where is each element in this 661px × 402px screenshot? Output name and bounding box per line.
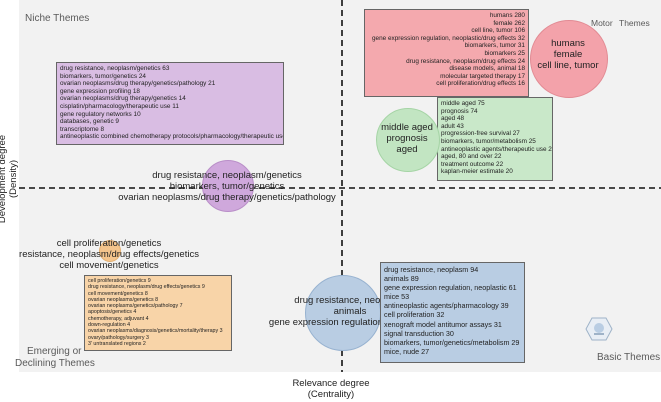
- cluster-label-line: drug resistance, neoplasm: [294, 295, 406, 306]
- cluster-label-line: drug resistance, neoplasm/genetics: [152, 170, 302, 181]
- cluster-bubble-niche-purple[interactable]: [202, 160, 254, 212]
- keyword-entry: progression-free survival 27: [441, 130, 520, 138]
- keyword-entry: adult 43: [441, 122, 464, 130]
- keyword-entry: signal transduction 30: [384, 328, 454, 338]
- cluster-label-line: cell line, tumor: [537, 60, 599, 71]
- cluster-label-basic-blue: drug resistance, neoplasm animals gene e…: [255, 295, 445, 328]
- keyword-entry: gene regulatory networks 10: [60, 110, 141, 118]
- keyword-entry: kaplan-meier estimate 20: [441, 168, 513, 176]
- keyword-entry: biomarkers, tumor/genetics/metabolism 29: [384, 337, 520, 347]
- cluster-label-line: gene expression regulation, neoplastic: [268, 317, 432, 328]
- keyword-entry: female 262: [493, 19, 525, 27]
- keyword-entry: apoptosis/genetics 4: [88, 309, 137, 316]
- quadrant-label-emerging-1: Emerging or: [27, 346, 82, 357]
- keyword-entry: gene expression regulation, neoplastic 6…: [384, 283, 517, 293]
- keyword-entry: cell line, tumor 106: [471, 27, 525, 35]
- bibliometrix-logo-icon: [585, 317, 613, 341]
- cluster-bubble-emerging-orange[interactable]: [99, 240, 121, 262]
- keyword-entry: middle aged 75: [441, 100, 485, 107]
- quadrant-label-basic: Basic Themes: [597, 352, 661, 363]
- keyword-entry: cisplatin/pharmacology/therapeutic use 1…: [60, 102, 179, 110]
- keyword-entry: cell proliferation/drug effects 16: [436, 80, 525, 88]
- cluster-label-line: humans: [551, 38, 585, 49]
- cluster-label-line: resistance, neoplasm/drug effects/geneti…: [19, 249, 199, 260]
- cluster-label-line: biomarkers, tumor/genetics: [169, 181, 285, 192]
- keyword-entry: gene expression profiling 18: [60, 87, 140, 95]
- keyword-entry: drug resistance, neoplasm/genetics 63: [60, 65, 170, 72]
- cluster-bubble-basic-blue[interactable]: [305, 275, 381, 351]
- keyword-entry: biomarkers 25: [484, 49, 526, 57]
- cluster-label-niche-purple: drug resistance, neoplasm/genetics bioma…: [107, 170, 347, 203]
- cluster-label-line: ovarian neoplasms/drug therapy/genetics/…: [118, 192, 336, 203]
- x-axis-title-line-2: (Centrality): [307, 389, 355, 400]
- keyword-entry: chemotherapy, adjuvant 4: [88, 315, 149, 322]
- keyword-entry: prognosis 74: [441, 107, 478, 115]
- y-axis-title-line-2: (Density): [8, 160, 19, 199]
- cluster-label-line: middle aged: [381, 122, 433, 133]
- keyword-entry: ovarian neoplasms/diagnosis/genetics/mor…: [88, 328, 223, 335]
- quadrant-label-niche: Niche Themes: [25, 13, 90, 24]
- keyword-entry: drug resistance, neoplasm/drug effects 2…: [406, 57, 525, 65]
- keyword-entry: biomarkers, tumor/genetics 24: [60, 72, 146, 80]
- keyword-entry: transcriptome 8: [60, 125, 105, 133]
- cluster-label-line: animals: [333, 306, 367, 317]
- keyword-entry: treatment outcome 22: [441, 160, 504, 168]
- keyword-entry: aged 48: [441, 115, 465, 123]
- cluster-label-motor-green: middle aged prognosis aged: [367, 122, 447, 155]
- cluster-label-line: aged: [396, 144, 418, 155]
- keyword-entry: xenograft model antitumor assays 31: [384, 319, 502, 329]
- keyword-entry: antineoplastic agents/therapeutic use 24: [441, 145, 553, 153]
- keyword-entry: molecular targeted therapy 17: [440, 72, 525, 80]
- plot-area: Niche Themes Motor Themes Emerging or De…: [15, 0, 661, 372]
- keyword-entry: drug resistance, neoplasm/drug effects/g…: [88, 284, 205, 291]
- keyword-entry: cell proliferation/genetics 9: [88, 278, 151, 284]
- keyword-entry: databases, genetic 9: [60, 118, 119, 126]
- x-axis-title: Relevance degree (Centrality): [251, 378, 411, 400]
- keyword-entry: ovarian neoplasms/genetics/pathology 7: [88, 303, 183, 310]
- keyword-entry: down-regulation 4: [88, 322, 131, 329]
- keyword-entry: ovarian neoplasms/drug therapy/genetics …: [60, 95, 186, 103]
- cluster-label-line: female: [553, 49, 583, 60]
- cluster-label-line: prognosis: [386, 133, 428, 144]
- cluster-label-line: cell proliferation/genetics: [56, 238, 162, 249]
- keyword-entry: antineoplastic agents/pharmacology 39: [384, 301, 509, 311]
- cluster-bubble-motor-green[interactable]: [376, 108, 440, 172]
- keyword-entry: ovarian neoplasms/genetics 8: [88, 296, 159, 303]
- keyword-entry: animals 89: [384, 274, 419, 284]
- keyword-entry: disease models, animal 18: [449, 65, 525, 73]
- x-axis-title-line-1: Relevance degree: [292, 378, 370, 389]
- quadrant-label-motor-2: Themes: [619, 18, 650, 28]
- cluster-bubble-motor-red[interactable]: [530, 20, 608, 98]
- keyword-entry: aged, 80 and over 22: [441, 153, 502, 161]
- cluster-label-motor-red: humans female cell line, tumor: [518, 38, 618, 71]
- keyword-entry: ovarian neoplasms/drug therapy/genetics/…: [60, 80, 216, 88]
- quadrant-label-motor-1: Motor: [591, 18, 613, 28]
- cluster-label-line: cell movement/genetics: [59, 260, 159, 271]
- keyword-entry: 3' untranslated regions 2: [88, 340, 146, 347]
- cluster-label-emerging-orange: cell proliferation/genetics resistance, …: [19, 238, 199, 271]
- keyword-entry: mice 53: [384, 292, 410, 302]
- keyword-entry: ovary/pathology/surgery 3: [88, 334, 149, 341]
- keyword-entry: antineoplastic combined chemotherapy pro…: [60, 133, 284, 141]
- quadrant-label-emerging-2: Declining Themes: [15, 358, 95, 369]
- y-axis-title: Development degree (Density): [0, 109, 19, 249]
- keyword-entry: cell movement/genetics 8: [88, 290, 148, 297]
- keyword-entry: drug resistance, neoplasm 94: [384, 265, 479, 274]
- y-axis-title-line-1: Development degree: [0, 134, 8, 224]
- keyword-entry: cell proliferation 32: [384, 310, 445, 320]
- keyword-entry: mice, nude 27: [384, 346, 430, 356]
- keyword-entry: biomarkers, tumor 31: [464, 42, 525, 50]
- keyword-entry: biomarkers, tumor/metabolism 25: [441, 137, 536, 145]
- keyword-entry: humans 280: [489, 12, 525, 19]
- keyword-entry: gene expression regulation, neoplastic/d…: [371, 34, 525, 42]
